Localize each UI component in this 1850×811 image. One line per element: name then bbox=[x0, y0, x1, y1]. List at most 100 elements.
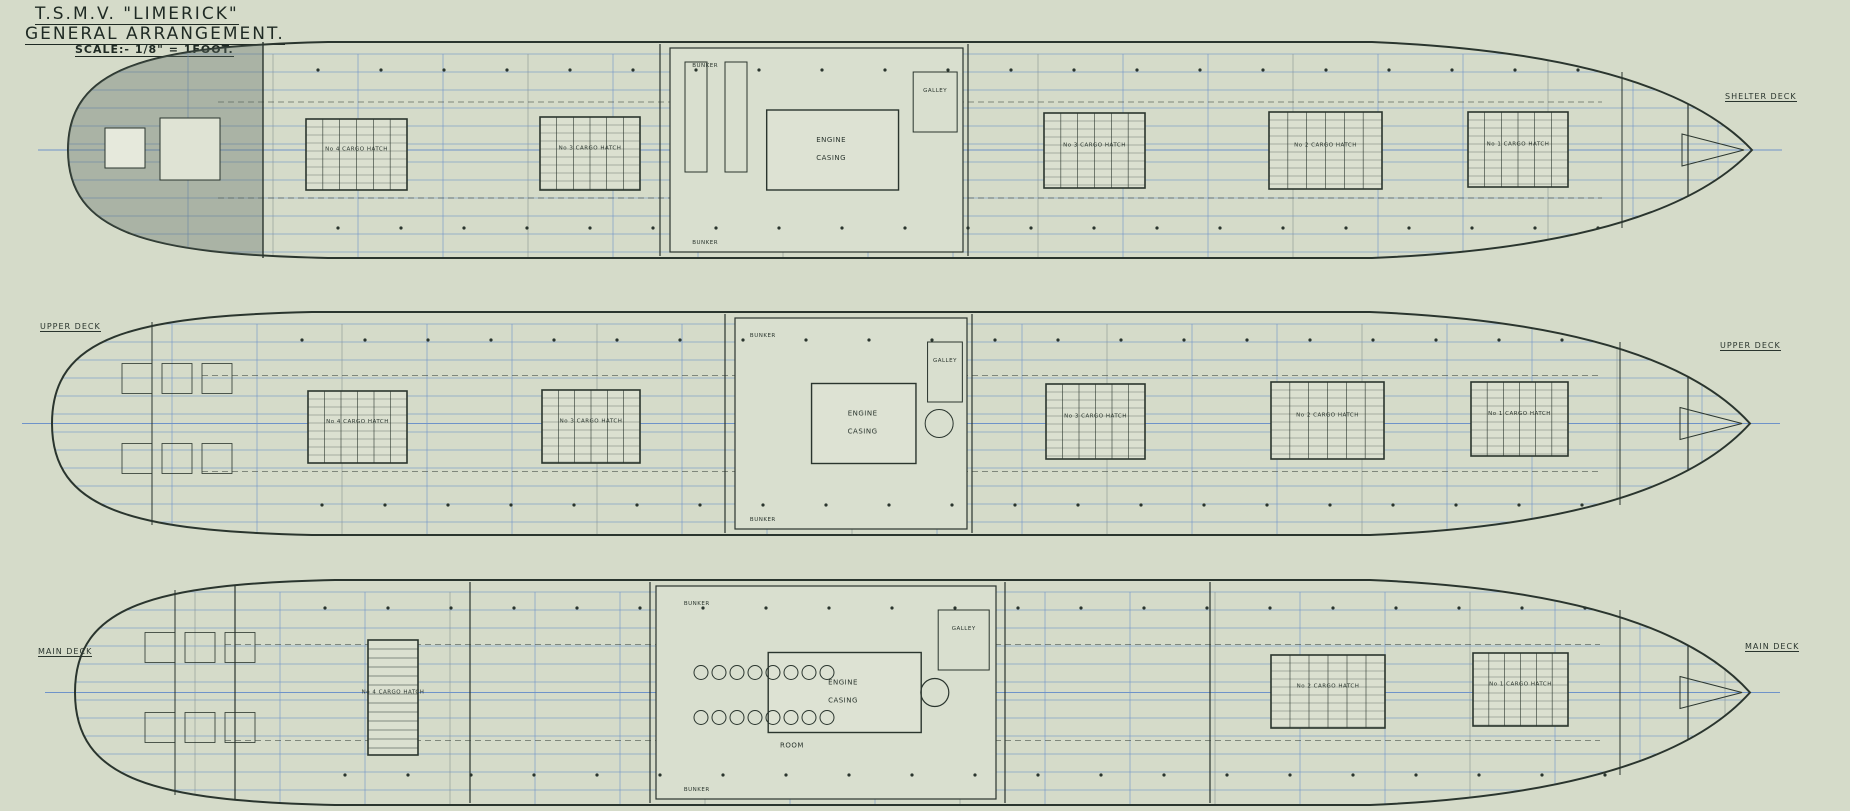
deck-fitting bbox=[1142, 606, 1146, 610]
aft-cabin bbox=[201, 363, 233, 394]
galley-room bbox=[937, 609, 990, 671]
forepeak bbox=[1679, 406, 1743, 441]
cargo-hatch: No 3 CARGO HATCH bbox=[539, 116, 641, 191]
engine-label: ENGINE bbox=[848, 410, 878, 418]
cargo-hatch: No 2 CARGO HATCH bbox=[1268, 111, 1383, 190]
deck-fitting bbox=[505, 68, 509, 72]
hull-outline bbox=[66, 41, 1754, 259]
deck-fitting bbox=[867, 338, 871, 342]
deck-fitting bbox=[1155, 226, 1159, 230]
deck-fitting bbox=[930, 338, 934, 342]
deck-fitting bbox=[950, 503, 954, 507]
hatch-label: No 2 CARGO HATCH bbox=[1294, 143, 1357, 149]
cargo-hatch: No 3 CARGO HATCH bbox=[541, 389, 641, 464]
cylinder bbox=[711, 665, 727, 680]
deck-fitting bbox=[1583, 606, 1587, 610]
main-deck-label-right: MAIN DECK bbox=[1745, 642, 1800, 652]
bunker-label: BUNKER bbox=[750, 333, 776, 339]
deck-fitting bbox=[1182, 338, 1186, 342]
deck-fitting bbox=[300, 338, 304, 342]
deck-fitting bbox=[1560, 338, 1564, 342]
deck-fitting bbox=[532, 773, 536, 777]
hull-outline bbox=[50, 311, 1752, 536]
deck-fitting bbox=[1344, 226, 1348, 230]
hatch-label: No 3 CARGO HATCH bbox=[560, 419, 623, 425]
deck-fitting bbox=[1391, 503, 1395, 507]
deck-fitting bbox=[1454, 503, 1458, 507]
cylinder bbox=[819, 665, 835, 680]
hull-outline bbox=[73, 579, 1752, 806]
deck-fitting bbox=[631, 68, 635, 72]
deck-fitting bbox=[1331, 606, 1335, 610]
aft-cabin bbox=[144, 712, 176, 743]
deck-fitting bbox=[1414, 773, 1418, 777]
cargo-hatch: No 2 CARGO HATCH bbox=[1270, 654, 1386, 729]
forepeak bbox=[1679, 675, 1743, 710]
hatch-label: No 4 CARGO HATCH bbox=[326, 419, 389, 425]
deck-fitting bbox=[1540, 773, 1544, 777]
cargo-hatch: No 1 CARGO HATCH bbox=[1472, 652, 1569, 727]
deck-fitting bbox=[1099, 773, 1103, 777]
cylinder bbox=[765, 710, 781, 725]
hatch-label: No 2 CARGO HATCH bbox=[1297, 684, 1360, 690]
aft-hatch bbox=[159, 117, 221, 181]
deck-fitting bbox=[489, 338, 493, 342]
deck-fitting bbox=[595, 773, 599, 777]
deck-fitting bbox=[1009, 68, 1013, 72]
deck-fitting bbox=[1281, 226, 1285, 230]
tank bbox=[924, 409, 954, 438]
deck-fitting bbox=[1497, 338, 1501, 342]
deck-fitting bbox=[741, 338, 745, 342]
engine-label: ENGINE bbox=[828, 679, 858, 687]
deck-fitting bbox=[973, 773, 977, 777]
deck-fitting bbox=[698, 503, 702, 507]
deck-fitting bbox=[1407, 226, 1411, 230]
deck-fitting bbox=[1202, 503, 1206, 507]
generator bbox=[684, 61, 708, 173]
cargo-hatch: No 4 CARGO HATCH bbox=[362, 639, 425, 756]
deck-fitting bbox=[993, 338, 997, 342]
hatch-label: No 4 CARGO HATCH bbox=[362, 690, 425, 696]
deck-fitting bbox=[1470, 226, 1474, 230]
casing-label: CASING bbox=[828, 697, 858, 705]
cylinder bbox=[819, 710, 835, 725]
deck-fitting bbox=[721, 773, 725, 777]
deck-fitting bbox=[714, 226, 718, 230]
deck-fitting bbox=[1477, 773, 1481, 777]
engine-label: ENGINE bbox=[816, 136, 846, 144]
deck-fitting bbox=[386, 606, 390, 610]
hatch-label: No 3 CARGO HATCH bbox=[1064, 414, 1127, 420]
deck-fitting bbox=[1394, 606, 1398, 610]
hatch-label: No 1 CARGO HATCH bbox=[1489, 682, 1552, 688]
galley-room bbox=[927, 341, 963, 403]
deck-fitting bbox=[316, 68, 320, 72]
hatch-label: No 1 CARGO HATCH bbox=[1488, 411, 1551, 417]
deck-fitting bbox=[638, 606, 642, 610]
deck-fitting bbox=[323, 606, 327, 610]
deck-fitting bbox=[1328, 503, 1332, 507]
aft-cabin bbox=[224, 712, 256, 743]
bunker-label: BUNKER bbox=[692, 240, 718, 246]
deck-fitting bbox=[363, 338, 367, 342]
deck-fitting bbox=[1434, 338, 1438, 342]
bunker-label: BUNKER bbox=[692, 63, 718, 69]
deck-fitting bbox=[1576, 68, 1580, 72]
bunker-label: BUNKER bbox=[684, 787, 710, 793]
deck-fitting bbox=[1308, 338, 1312, 342]
cylinder bbox=[783, 665, 799, 680]
deck-fitting bbox=[1513, 68, 1517, 72]
deck-fitting bbox=[1029, 226, 1033, 230]
deck-fitting bbox=[1596, 226, 1600, 230]
deck-fitting bbox=[1580, 503, 1584, 507]
cylinder bbox=[693, 665, 709, 680]
cylinder bbox=[783, 710, 799, 725]
deck-fitting bbox=[1603, 773, 1607, 777]
deck-fitting bbox=[552, 338, 556, 342]
deck-fitting bbox=[1225, 773, 1229, 777]
deck-fitting bbox=[658, 773, 662, 777]
aft-cabin bbox=[224, 632, 256, 663]
deck-fitting bbox=[701, 606, 705, 610]
